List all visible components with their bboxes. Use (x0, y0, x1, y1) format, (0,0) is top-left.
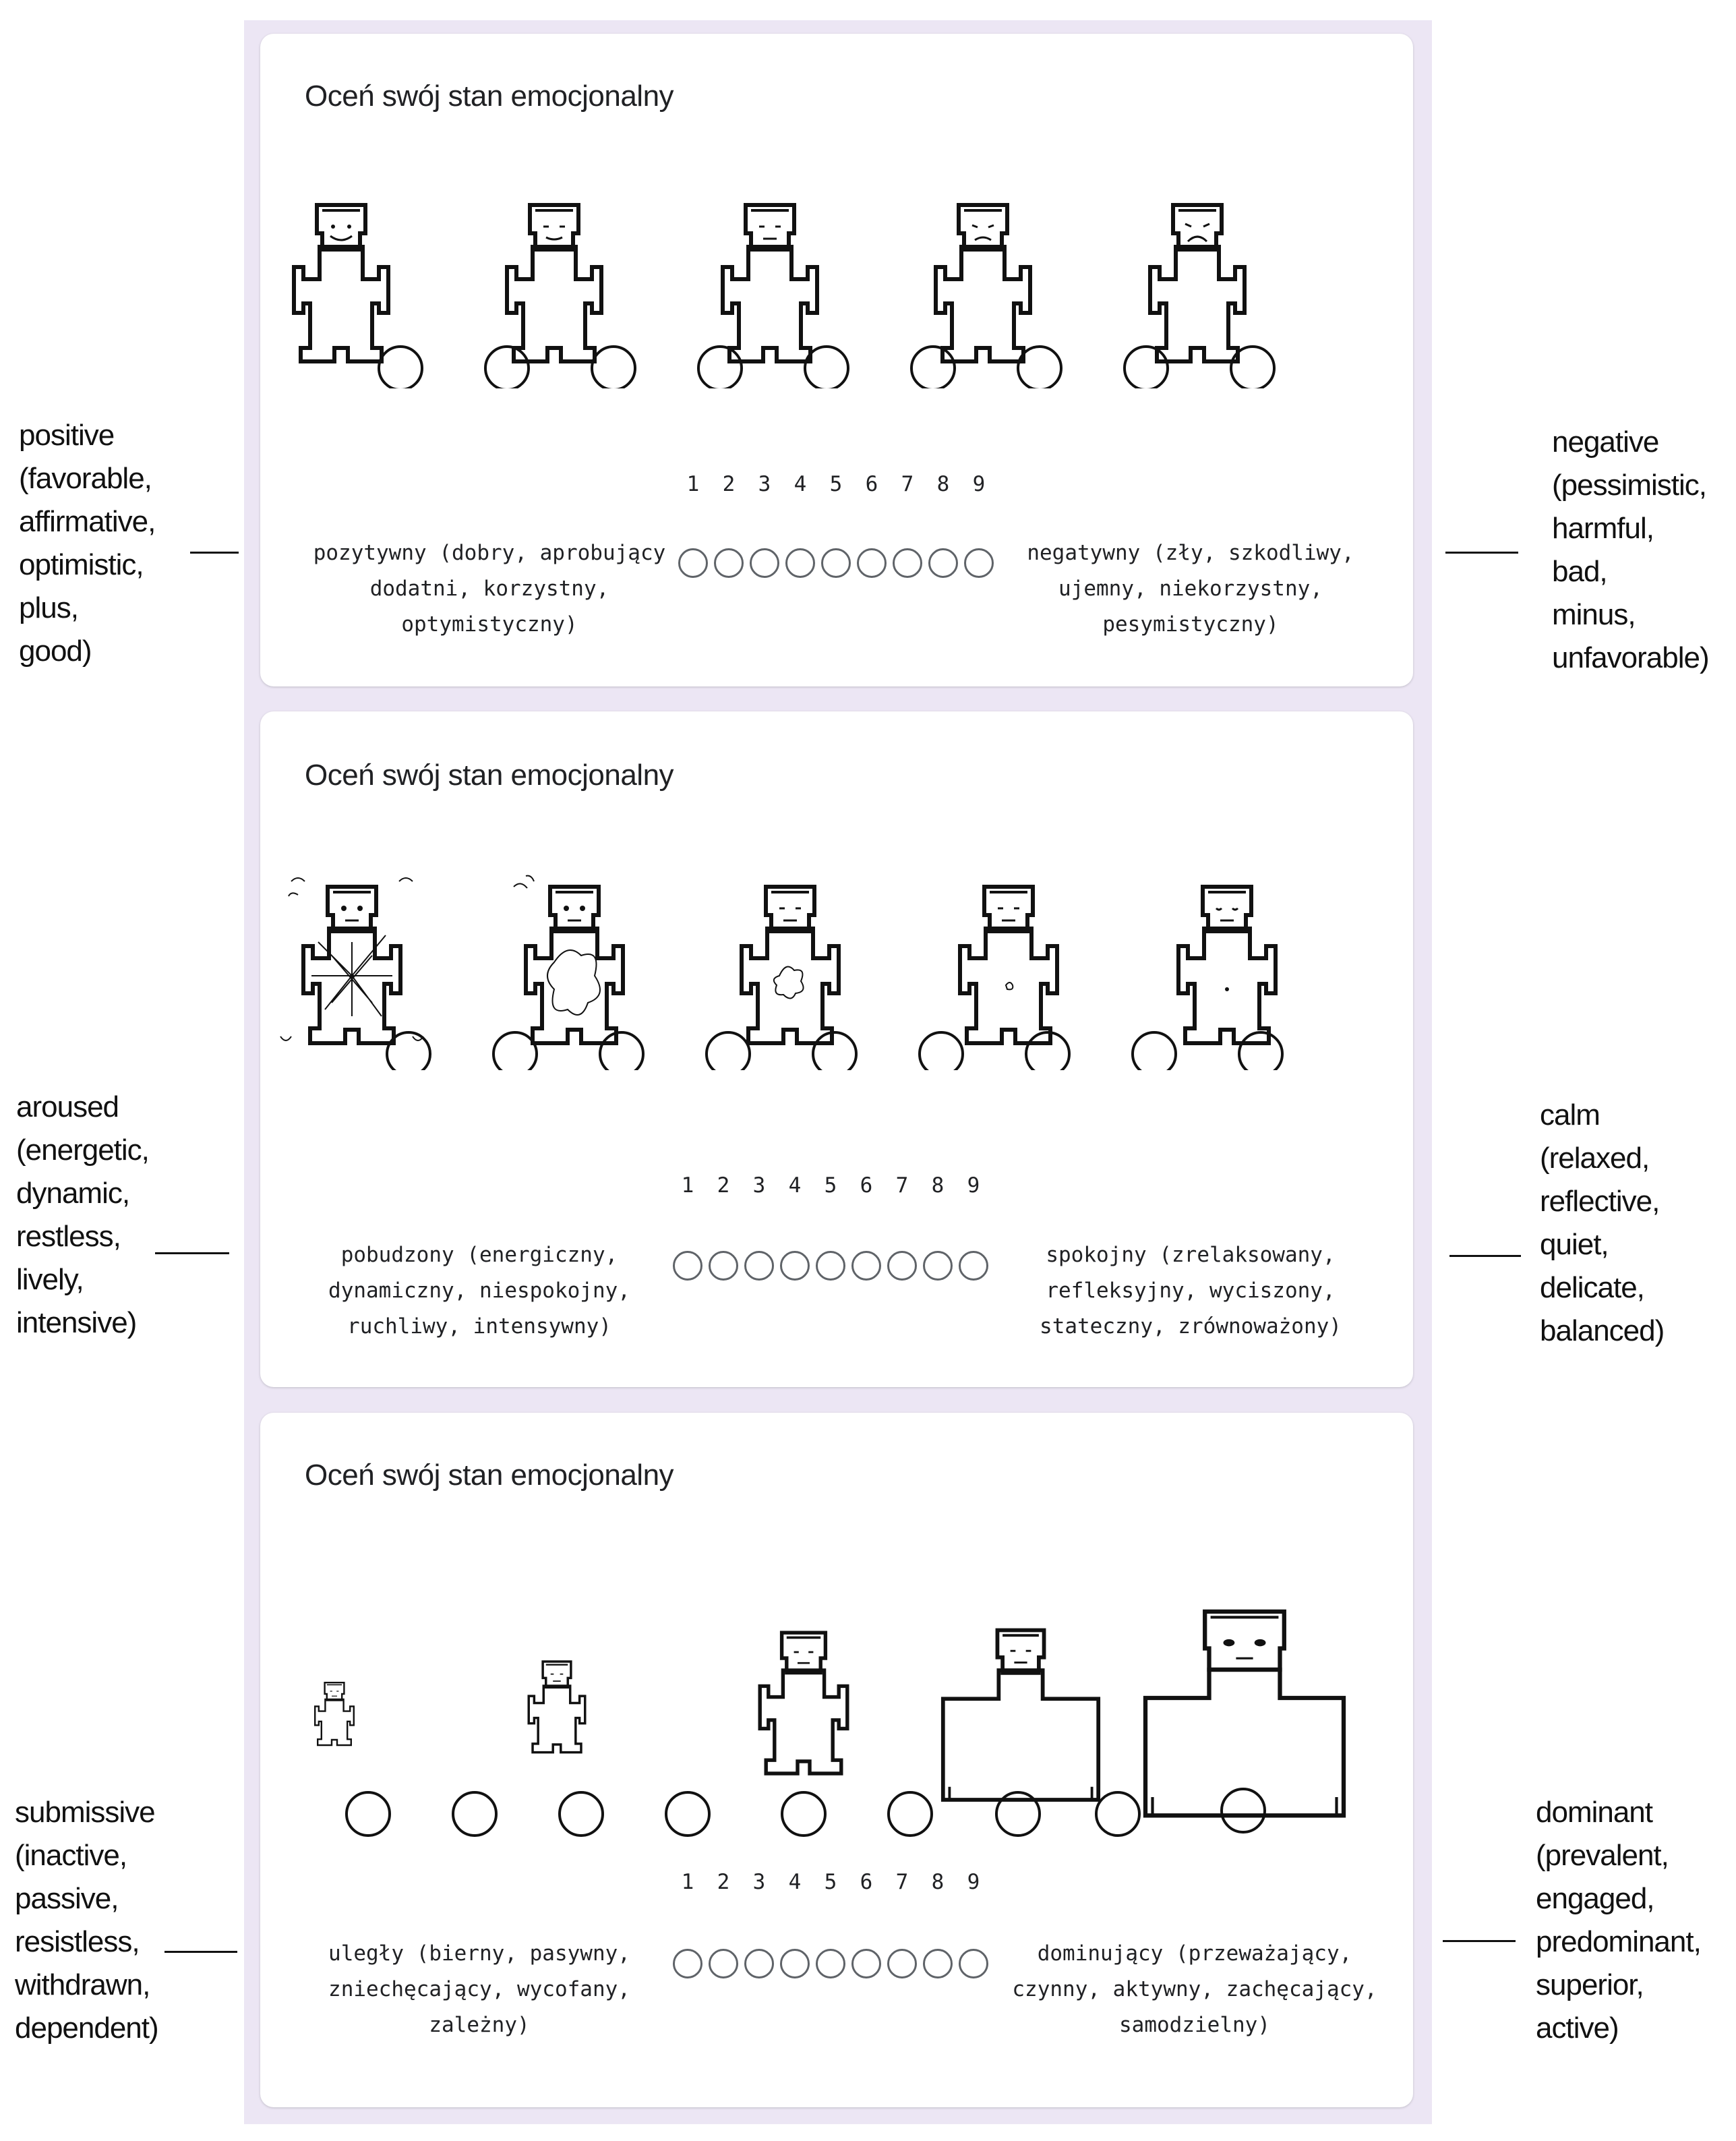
question-title: Oceń swój stan emocjonalny (305, 1459, 674, 1492)
sam-figure-5 (1143, 1609, 1346, 1818)
sam-figure-2 (513, 875, 623, 1043)
sam-figure-4 (940, 1630, 1101, 1802)
annotation-left-dominance: submissive (inactive, passive, resistles… (15, 1796, 159, 2045)
sam-figure-5 (1178, 887, 1276, 1043)
right-label-dominance: dominujący (przeważający, czynny, aktywn… (1012, 1941, 1377, 2037)
question-card-valence: Oceń swój stan emocjonalny (260, 34, 1413, 686)
question-title: Oceń swój stan emocjonalny (305, 80, 674, 113)
left-label-valence: pozytywny (dobry, aprobujący dodatni, ko… (313, 541, 666, 637)
radio-8[interactable] (928, 548, 958, 578)
radio-2[interactable] (709, 1949, 738, 1978)
sam-figure-1 (280, 877, 424, 1043)
radio-8[interactable] (923, 1251, 953, 1281)
radio-4[interactable] (780, 1949, 810, 1978)
radio-3[interactable] (744, 1251, 774, 1281)
radio-9[interactable] (959, 1949, 988, 1978)
radio-9[interactable] (964, 548, 994, 578)
connector-right-dominance (1443, 1940, 1516, 1942)
radio-1[interactable] (678, 548, 708, 578)
radio-2[interactable] (709, 1251, 738, 1281)
radio-2[interactable] (714, 548, 744, 578)
right-label-arousal: spokojny (zrelaksowany, refleksyjny, wyc… (1040, 1243, 1342, 1339)
sam-figure-1 (315, 1682, 354, 1745)
sam-figure-3 (742, 887, 839, 1043)
annotation-right-valence: negative (pessimistic, harmful, bad, min… (1552, 426, 1710, 674)
connector-left-valence (190, 552, 239, 554)
sam-radio-row[interactable] (386, 1031, 1284, 1070)
sam-radio-row[interactable] (345, 1788, 1266, 1837)
radio-5[interactable] (816, 1949, 845, 1978)
radio-7[interactable] (893, 548, 922, 578)
left-label-arousal: pobudzony (energiczny, dynamiczny, niesp… (328, 1243, 630, 1339)
sam-figure-5 (1150, 205, 1245, 361)
radio-6[interactable] (851, 1949, 881, 1978)
sam-radio-row[interactable] (378, 345, 1276, 388)
question-title: Oceń swój stan emocjonalny (305, 759, 674, 792)
connector-right-valence (1445, 552, 1518, 554)
sam-figure-4 (960, 887, 1057, 1043)
connector-left-arousal (155, 1252, 229, 1254)
radio-1[interactable] (673, 1251, 702, 1281)
connector-right-arousal (1449, 1255, 1521, 1257)
annotation-left-arousal: aroused (energetic, dynamic, restless, l… (16, 1090, 150, 1339)
radio-4[interactable] (785, 548, 815, 578)
radio-8[interactable] (923, 1949, 953, 1978)
annotation-right-dominance: dominant (prevalent, engaged, predominan… (1536, 1796, 1702, 2045)
annotation-left-valence: positive (favorable, affirmative, optimi… (19, 419, 156, 668)
radio-7[interactable] (887, 1949, 917, 1978)
radio-6[interactable] (857, 548, 887, 578)
radio-4[interactable] (780, 1251, 810, 1281)
sam-figure-2 (529, 1662, 585, 1753)
right-label-valence: negatywny (zły, szkodliwy, ujemny, nieko… (1027, 541, 1354, 637)
annotation-right-arousal: calm (relaxed, reflective, quiet, delica… (1540, 1098, 1665, 1347)
radio-3[interactable] (744, 1949, 774, 1978)
radio-7[interactable] (887, 1251, 917, 1281)
question-card-arousal: Oceń swój stan emocjonalny (260, 711, 1413, 1387)
sam-figure-1 (294, 205, 388, 361)
connector-left-dominance (164, 1951, 237, 1953)
sam-figure-2 (507, 205, 601, 361)
radio-3[interactable] (750, 548, 779, 578)
sam-figure-3 (760, 1633, 847, 1773)
sam-figure-4 (936, 205, 1030, 361)
radio-5[interactable] (821, 548, 851, 578)
radio-6[interactable] (851, 1251, 881, 1281)
radio-5[interactable] (816, 1251, 845, 1281)
sam-figures-arousal (280, 875, 1284, 1070)
radio-9[interactable] (959, 1251, 988, 1281)
question-card-dominance: Oceń swój stan emocjonalny (260, 1413, 1413, 2107)
sam-figures-dominance (260, 1609, 1346, 1837)
radio-1[interactable] (673, 1949, 702, 1978)
left-label-dominance: uległy (bierny, pasywny, zniechęcający, … (328, 1941, 630, 2037)
sam-figures-valence (260, 166, 1276, 388)
sam-figure-3 (723, 205, 817, 361)
